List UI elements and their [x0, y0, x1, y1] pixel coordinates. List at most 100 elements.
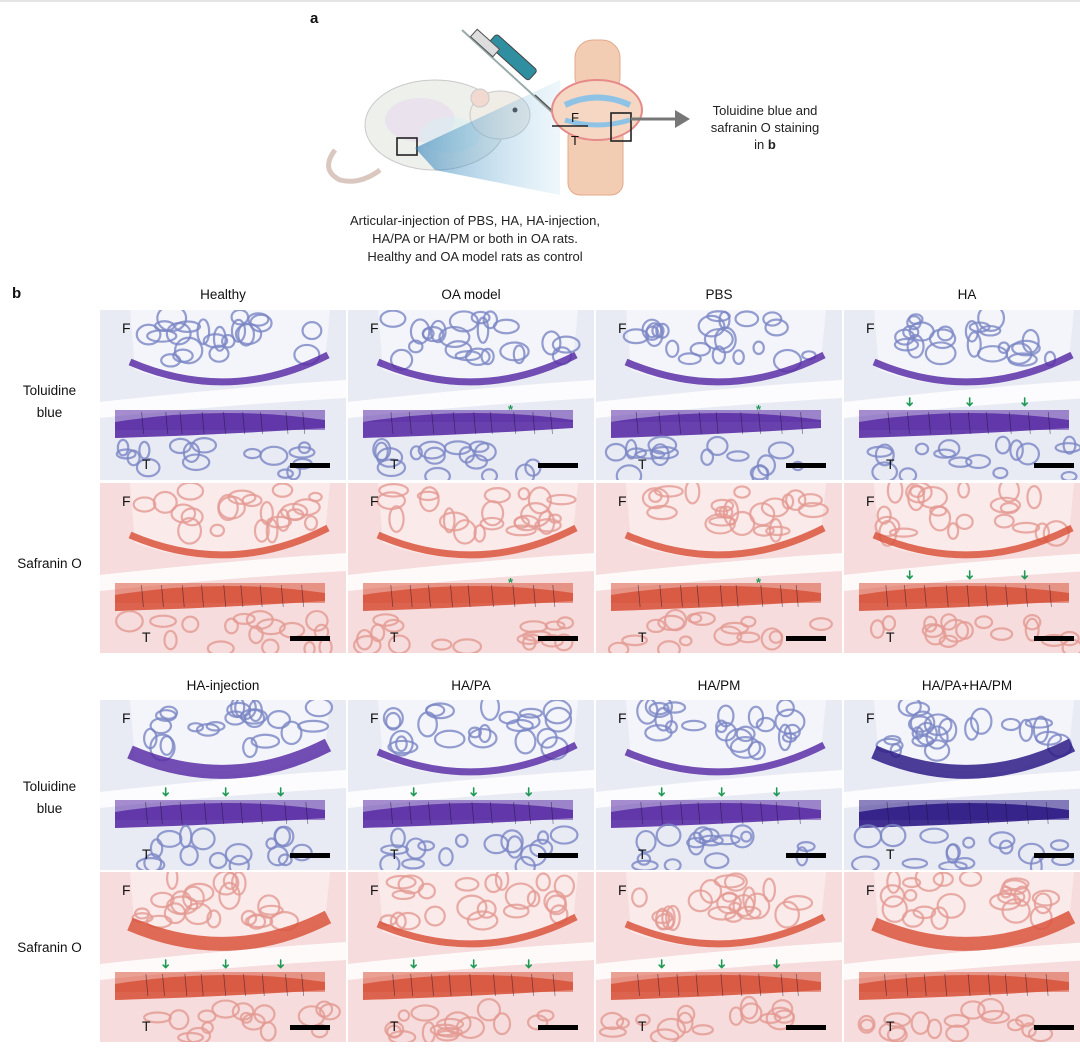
staining-note-line2: safranin O staining: [710, 120, 820, 135]
green-arrow-marker: ➜: [769, 958, 785, 970]
scale-bar: [538, 1025, 578, 1030]
toluidine-tile-top-1: F T *: [348, 310, 594, 480]
tibia-label: T: [638, 846, 647, 862]
histology-section-image: [844, 483, 1080, 653]
femur-label: F: [618, 493, 627, 509]
scale-bar: [1034, 463, 1074, 468]
caption-line2: HA/PA or HA/PM or both in OA rats.: [372, 231, 578, 246]
scale-bar: [786, 853, 826, 858]
group-title-ha-pa-ha-pm: HA/PA+HA/PM: [921, 678, 1013, 693]
femur-label: F: [122, 710, 131, 726]
row-label-toluidine-top: Toluidine blue: [2, 380, 97, 424]
green-arrow-marker: ➜: [466, 958, 482, 970]
tibia-label: T: [390, 629, 399, 645]
schematic-illustration: [326, 28, 690, 196]
group-title-ha-pm: HA/PM: [697, 678, 741, 693]
green-arrow-marker: ➜: [158, 958, 174, 970]
group-title-ha-injection: HA-injection: [186, 678, 260, 693]
green-arrow-marker: ➜: [654, 786, 670, 798]
green-arrow-marker: ➜: [714, 786, 730, 798]
damage-marker: *: [508, 575, 514, 590]
caption-line1: Articular-injection of PBS, HA, HA-injec…: [350, 213, 600, 228]
green-arrow-marker: ➜: [406, 958, 422, 970]
tibia-label: T: [886, 1018, 895, 1034]
femur-label: F: [122, 320, 131, 336]
scale-bar: [290, 463, 330, 468]
tibia-label: T: [142, 456, 151, 472]
femur-label: F: [618, 710, 627, 726]
green-arrow-marker: ➜: [273, 958, 289, 970]
scale-bar: [538, 636, 578, 641]
group-title-healthy: Healthy: [200, 287, 246, 302]
histology-section-image: [100, 700, 346, 870]
femur-label: F: [866, 320, 875, 336]
histology-section-image: [100, 310, 346, 480]
green-arrow-marker: ➜: [902, 396, 918, 408]
row-label-safranin-top: Safranin O: [17, 556, 82, 571]
green-arrow-marker: ➜: [654, 958, 670, 970]
tibia-label: T: [886, 629, 895, 645]
row-label-safranin-bottom: Safranin O: [17, 940, 82, 955]
safranin-tile-top-2: F T *: [596, 483, 842, 653]
femur-label: F: [122, 882, 131, 898]
damage-marker: *: [756, 575, 762, 590]
green-arrow-marker: ➜: [962, 569, 978, 581]
panel-a-caption: Articular-injection of PBS, HA, HA-injec…: [310, 212, 640, 266]
histology-section-image: [596, 310, 842, 480]
histology-section-image: [348, 310, 594, 480]
green-arrow-marker: ➜: [1017, 396, 1033, 408]
tibia-label: T: [390, 456, 399, 472]
scale-bar: [290, 636, 330, 641]
schematic-femur-label: F: [571, 110, 579, 125]
scale-bar: [538, 463, 578, 468]
staining-note-line1: Toluidine blue and: [712, 103, 818, 118]
tibia-label: T: [638, 1018, 647, 1034]
green-arrow-marker: ➜: [521, 786, 537, 798]
group-title-ha: HA: [957, 287, 977, 302]
femur-label: F: [866, 493, 875, 509]
green-arrow-marker: ➜: [273, 786, 289, 798]
histology-section-image: [596, 872, 842, 1042]
green-arrow-marker: ➜: [218, 958, 234, 970]
femur-label: F: [618, 882, 627, 898]
green-arrow-marker: ➜: [218, 786, 234, 798]
panel-a-letter: a: [310, 10, 319, 27]
scale-bar: [786, 1025, 826, 1030]
femur-label: F: [370, 882, 379, 898]
femur-label: F: [370, 320, 379, 336]
histology-section-image: [596, 700, 842, 870]
green-arrow-marker: ➜: [769, 786, 785, 798]
tibia-label: T: [886, 846, 895, 862]
femur-label: F: [618, 320, 627, 336]
damage-marker: *: [756, 402, 762, 417]
histology-section-image: [100, 483, 346, 653]
green-arrow-marker: ➜: [902, 569, 918, 581]
group-title-ha-pa: HA/PA: [451, 678, 491, 693]
safranin-tile-top-1: F T *: [348, 483, 594, 653]
histology-section-image: [100, 872, 346, 1042]
damage-marker: *: [508, 402, 514, 417]
top-rule: [0, 0, 1080, 2]
histology-section-image: [844, 700, 1080, 870]
femur-label: F: [370, 493, 379, 509]
group-title-pbs: PBS: [705, 287, 733, 302]
tibia-label: T: [142, 1018, 151, 1034]
row-label-toluidine-bottom: Toluidine blue: [2, 776, 97, 820]
row-label-toluidine-top-line2: blue: [36, 405, 63, 420]
histology-section-image: [596, 483, 842, 653]
green-arrow-marker: ➜: [962, 396, 978, 408]
staining-note-panel-ref: b: [767, 137, 776, 152]
staining-note-line3: in b: [700, 136, 830, 153]
staining-note: Toluidine blue and safranin O staining i…: [700, 102, 830, 153]
tibia-label: T: [638, 629, 647, 645]
